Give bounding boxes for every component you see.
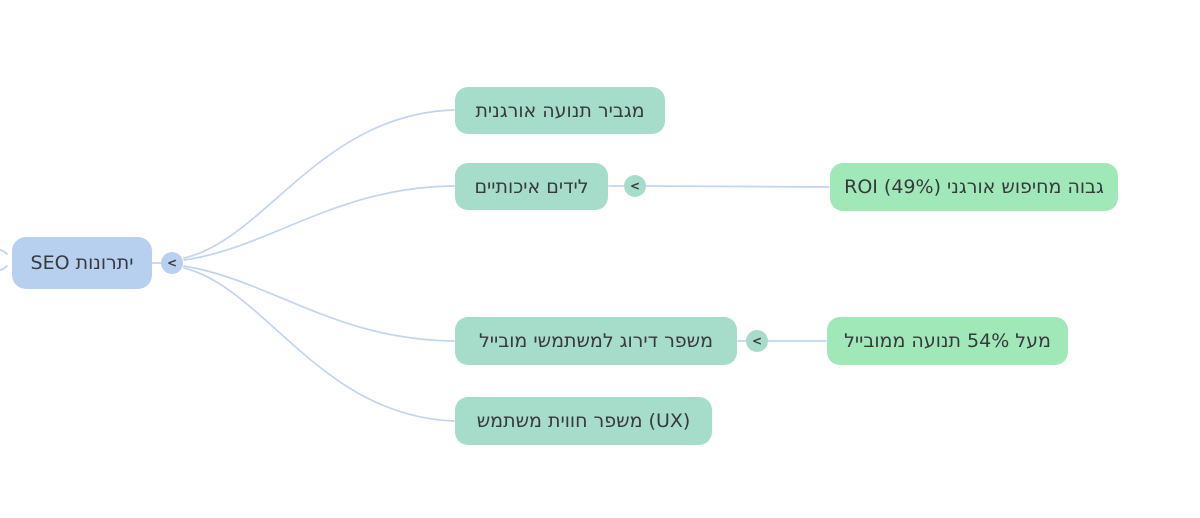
node-root-label: יתרונות SEO (30, 252, 134, 274)
node-organic-search-roi-label: גבוה מחיפוש אורגני (49%) ROI (844, 176, 1104, 198)
node-user-experience[interactable]: (UX) משפר חווית משתמש (455, 397, 712, 445)
edge-toggle-to-roi (645, 185, 830, 188)
edge-root-to-organic-traffic (183, 109, 455, 259)
chevron-left-icon: < (166, 256, 178, 270)
chevron-left-icon: < (629, 179, 641, 193)
edge-root-to-quality-leads (183, 185, 455, 261)
edge-offscreen-stub-top (0, 248, 8, 255)
collapse-toggle-quality-leads[interactable]: < (624, 175, 646, 197)
node-quality-leads[interactable]: לידים איכותיים (455, 163, 608, 210)
node-organic-traffic-label: מגביר תנועה אורגנית (475, 99, 645, 122)
edge-root-to-mobile-ranking (183, 265, 455, 342)
edge-offscreen-stub-bottom (0, 265, 8, 272)
node-quality-leads-label: לידים איכותיים (474, 175, 589, 198)
node-organic-traffic[interactable]: מגביר תנועה אורגנית (455, 87, 665, 134)
node-user-experience-label: (UX) משפר חווית משתמש (476, 410, 691, 432)
node-mobile-ranking[interactable]: משפר דירוג למשתמשי מובייל (455, 317, 737, 365)
node-mobile-traffic[interactable]: מעל 54% תנועה ממובייל (827, 317, 1068, 365)
collapse-toggle-mobile-ranking[interactable]: < (746, 330, 768, 352)
node-root-seo-advantages[interactable]: יתרונות SEO (12, 237, 152, 289)
node-mobile-traffic-label: מעל 54% תנועה ממובייל (844, 330, 1051, 352)
collapse-toggle-root[interactable]: < (161, 252, 183, 274)
chevron-left-icon: < (751, 334, 763, 348)
node-mobile-ranking-label: משפר דירוג למשתמשי מובייל (478, 330, 714, 352)
edge-root-to-ux (183, 267, 455, 422)
node-organic-search-roi[interactable]: גבוה מחיפוש אורגני (49%) ROI (830, 163, 1118, 211)
